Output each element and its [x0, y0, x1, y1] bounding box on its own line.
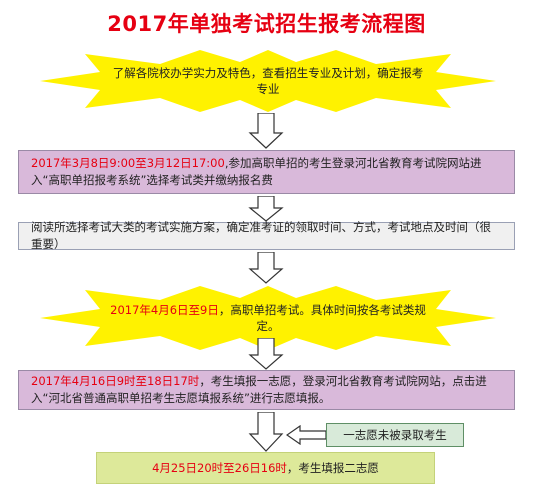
step-1-text: 了解各院校办学实力及特色，查看招生专业及计划，确定报考专业 [112, 66, 424, 96]
step-6-box: 4月25日20时至26日16时，考生填报二志愿 [96, 452, 435, 484]
step-4-date: 2017年4月6日至9日 [110, 303, 219, 317]
step-5-date: 2017年4月16日9时至18日17时 [31, 374, 200, 388]
down-arrow-icon [248, 196, 284, 222]
step-4-text: ，高职单招考试。具体时间按各考试类规定。 [218, 303, 426, 333]
starburst-shape [40, 286, 496, 350]
down-arrow-icon [248, 338, 284, 370]
down-arrow-icon [248, 113, 284, 149]
step-4-starburst: 2017年4月6日至9日，高职单招考试。具体时间按各考试类规定。 [40, 286, 496, 350]
step-2-content: 2017年3月8日9:00至3月12日17:00,参加高职单招的考生登录河北省教… [31, 155, 502, 189]
step-2-box: 2017年3月8日9:00至3月12日17:00,参加高职单招的考生登录河北省教… [18, 150, 515, 194]
down-arrow-icon [248, 252, 284, 284]
step-6-text: ，考生填报二志愿 [286, 461, 379, 475]
page-title: 2017年单独考试招生报考流程图 [107, 12, 426, 36]
side-note-text: 一志愿未被录取考生 [343, 428, 447, 442]
down-arrow-icon [248, 412, 284, 452]
step-5-content: 2017年4月16日9时至18日17时，考生填报一志愿，登录河北省教育考试院网站… [31, 373, 502, 407]
side-note-box: 一志愿未被录取考生 [326, 423, 464, 447]
left-arrow-icon [286, 425, 326, 445]
step-5-text: ，考生填报一志愿，登录河北省教育考试院网站，点击进入“河北省普通高职单招考生志愿… [31, 374, 487, 405]
step-4-content: 2017年4月6日至9日，高职单招考试。具体时间按各考试类规定。 [40, 286, 496, 350]
step-2-text: ,参加高职单招的考生登录河北省教育考试院网站进入“高职单招报考系统”选择考试类并… [31, 156, 482, 187]
step-5-box: 2017年4月16日9时至18日17时，考生填报一志愿，登录河北省教育考试院网站… [18, 370, 515, 410]
starburst-shape [40, 50, 496, 112]
step-3-text: 阅读所选择考试大类的考试实施方案，确定准考证的领取时间、方式，考试地点及时间（很… [31, 220, 491, 251]
step-1-starburst: 了解各院校办学实力及特色，查看招生专业及计划，确定报考专业 [40, 50, 496, 112]
step-3-box: 阅读所选择考试大类的考试实施方案，确定准考证的领取时间、方式，考试地点及时间（很… [18, 220, 515, 251]
step-2-date: 2017年3月8日9:00至3月12日17:00 [31, 156, 225, 170]
step-6-date: 4月25日20时至26日16时 [152, 461, 287, 475]
